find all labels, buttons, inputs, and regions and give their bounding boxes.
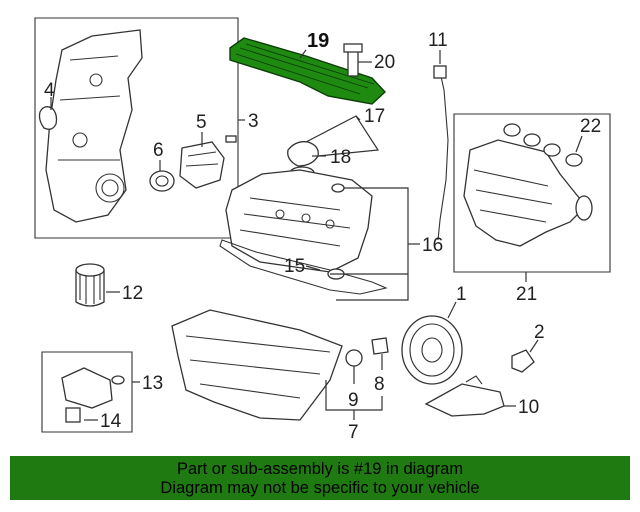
callout-15: 15 — [284, 256, 305, 277]
callout-8: 8 — [374, 374, 385, 395]
callout-22: 22 — [580, 116, 601, 137]
banner-line-2: Diagram may not be specific to your vehi… — [160, 479, 480, 497]
intake-manifold-group: 22 21 — [453, 113, 611, 305]
oil-pan-part[interactable] — [171, 309, 343, 421]
callout-13: 13 — [142, 373, 163, 394]
o-ring-part-4[interactable] — [38, 106, 58, 130]
sensor-group-2: 2 — [511, 322, 545, 373]
callout-4: 4 — [44, 80, 55, 101]
oil-pump-part-13[interactable] — [61, 367, 113, 409]
callout-17: 17 — [364, 106, 385, 127]
valve-cover-group: 17 18 16 15 — [219, 106, 443, 301]
callout-21: 21 — [516, 284, 537, 305]
callout-16: 16 — [422, 235, 443, 256]
callout-5: 5 — [196, 112, 207, 133]
callout-14: 14 — [100, 411, 122, 432]
parts-diagram: 4 5 6 3 19 20 11 — [34, 17, 611, 443]
bracket-group-10: 10 — [424, 375, 539, 418]
callout-18: 18 — [330, 147, 351, 168]
dipstick-part-11[interactable] — [437, 71, 449, 241]
callout-6: 6 — [153, 140, 164, 161]
banner-line-1: Part or sub-assembly is #19 in diagram — [176, 460, 464, 478]
callout-1: 1 — [456, 284, 467, 305]
valve-cover-gasket[interactable] — [219, 239, 388, 295]
drain-bolt-part-8[interactable] — [371, 337, 389, 355]
oil-pan-group: 8 9 7 — [171, 309, 389, 443]
oil-pump-group: 13 14 — [41, 351, 163, 433]
bracket-part-10[interactable] — [424, 383, 505, 417]
callout-3: 3 — [248, 111, 259, 132]
callout-11: 11 — [428, 30, 448, 51]
seal-part-6[interactable] — [149, 170, 175, 192]
sensor-part-2[interactable] — [511, 349, 535, 373]
callout-12: 12 — [122, 283, 143, 304]
timing-cover-part[interactable] — [45, 29, 143, 223]
bolt-part-5[interactable] — [225, 135, 237, 143]
callout-10: 10 — [518, 397, 539, 418]
gasket-part-22d[interactable] — [565, 153, 583, 167]
callout-9: 9 — [348, 390, 359, 411]
bolt-group-20: 20 — [343, 43, 395, 77]
cover-part-19[interactable] — [229, 37, 386, 105]
oil-filter-group-12: 12 — [75, 263, 143, 307]
callout-7: 7 — [348, 422, 359, 443]
timing-cover-group: 4 5 6 3 — [34, 17, 259, 239]
info-banner: Part or sub-assembly is #19 in diagram D… — [10, 456, 630, 500]
cap-part-17[interactable] — [287, 141, 319, 167]
highlighted-part-19[interactable]: 19 — [229, 30, 386, 105]
gasket-part-22a[interactable] — [503, 123, 521, 137]
o-ring-part-9[interactable] — [345, 349, 363, 367]
callout-2: 2 — [534, 322, 545, 343]
strainer-part-14[interactable] — [65, 407, 81, 423]
callout-20: 20 — [374, 52, 395, 73]
pulley-group-1: 1 — [401, 284, 467, 385]
crank-pulley-part-1[interactable] — [401, 315, 463, 385]
gasket-part-22c[interactable] — [543, 143, 561, 157]
gasket-part-22b[interactable] — [523, 133, 541, 147]
callout-19: 19 — [307, 30, 329, 52]
dipstick-group-11: 11 — [428, 30, 449, 241]
